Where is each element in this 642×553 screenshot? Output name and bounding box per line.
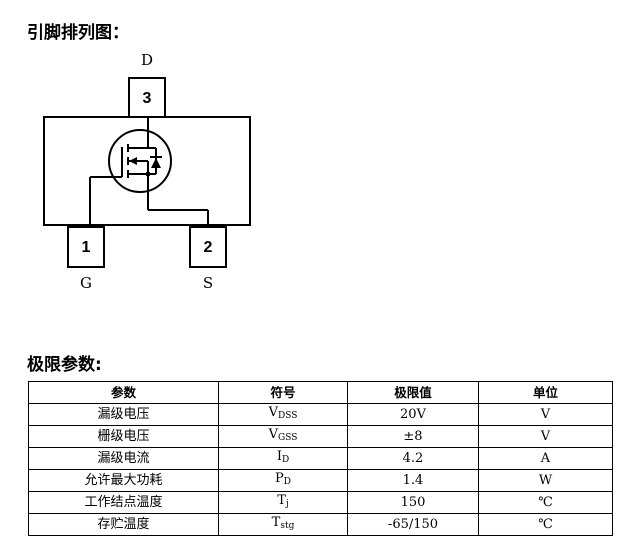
unit-cell: V (478, 403, 613, 426)
limits-table: 参数 符号 极限值 单位 漏级电压 VDSS 20V V 栅级电压 VGSS ±… (28, 381, 613, 536)
mosfet-circle (108, 129, 172, 193)
param-cell: 工作结点温度 (28, 491, 219, 514)
header-symbol: 符号 (218, 381, 348, 404)
pin2-box (189, 226, 227, 268)
value-cell: 1.4 (347, 469, 479, 492)
table-row: 栅级电压 VGSS ±8 V (28, 425, 613, 448)
symbol-cell: PD (218, 469, 348, 492)
value-cell: -65/150 (347, 513, 479, 536)
value-cell: 150 (347, 491, 479, 514)
param-cell: 存贮温度 (28, 513, 219, 536)
symbol-cell: ID (218, 447, 348, 470)
unit-cell: V (478, 425, 613, 448)
limits-heading: 极限参数: (27, 355, 102, 375)
diode-icon (151, 158, 161, 168)
header-value: 极限值 (347, 381, 479, 404)
pin1-number: 1 (82, 239, 91, 256)
param-cell: 漏级电流 (28, 447, 219, 470)
unit-cell: ℃ (478, 513, 613, 536)
pin3-label: D (141, 51, 153, 69)
pin1-box (67, 226, 105, 268)
pin3-box (128, 77, 166, 118)
symbol-cell: VDSS (218, 403, 348, 426)
symbol-cell: Tj (218, 491, 348, 514)
table-row: 漏级电流 ID 4.2 A (28, 447, 613, 470)
table-row: 工作结点温度 Tj 150 ℃ (28, 491, 613, 514)
param-cell: 允许最大功耗 (28, 469, 219, 492)
channel-arrow-icon (129, 157, 137, 165)
table-row: 漏级电压 VDSS 20V V (28, 403, 613, 426)
header-unit: 单位 (478, 381, 613, 404)
table-header-row: 参数 符号 极限值 单位 (28, 381, 613, 404)
value-cell: ±8 (347, 425, 479, 448)
pin3-number: 3 (143, 90, 152, 107)
param-cell: 栅级电压 (28, 425, 219, 448)
pin2-label: S (203, 274, 213, 292)
value-cell: 20V (347, 403, 479, 426)
pinout-heading: 引脚排列图： (27, 23, 129, 43)
sot23-package-diagram: D 3 1 G 2 S (43, 51, 251, 292)
pin1-label: G (80, 274, 92, 292)
unit-cell: A (478, 447, 613, 470)
unit-cell: W (478, 469, 613, 492)
unit-cell: ℃ (478, 491, 613, 514)
pin2-number: 2 (204, 239, 213, 256)
table-row: 存贮温度 Tstg -65/150 ℃ (28, 513, 613, 536)
table-row: 允许最大功耗 PD 1.4 W (28, 469, 613, 492)
symbol-cell: VGSS (218, 425, 348, 448)
header-param: 参数 (28, 381, 219, 404)
symbol-cell: Tstg (218, 513, 348, 536)
value-cell: 4.2 (347, 447, 479, 470)
param-cell: 漏级电压 (28, 403, 219, 426)
